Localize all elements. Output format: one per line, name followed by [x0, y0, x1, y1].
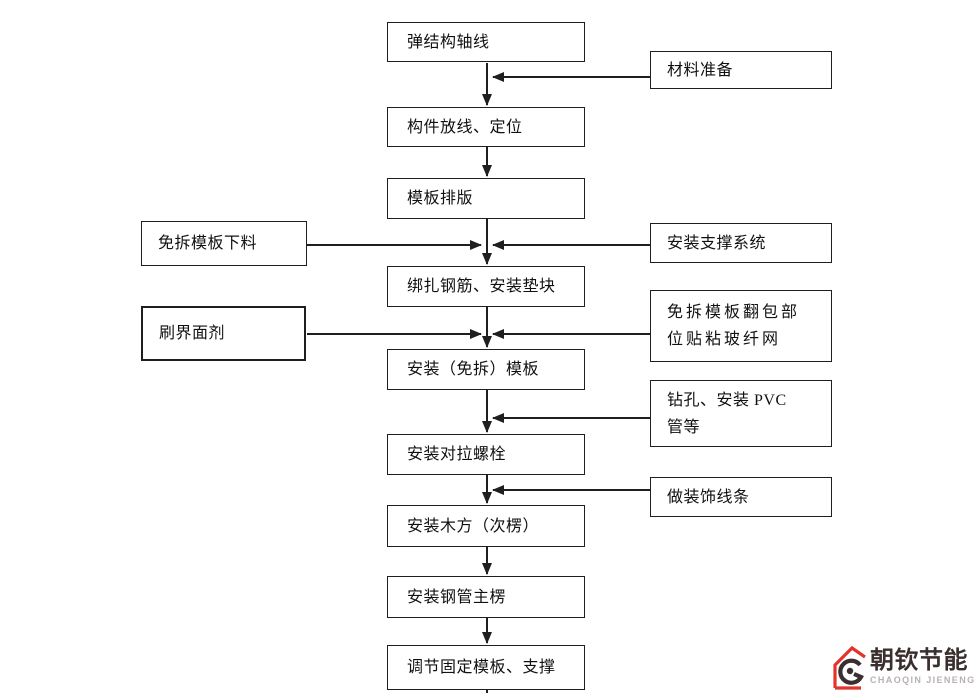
flow-step-label: 绑扎钢筋、安装垫块 — [407, 278, 556, 295]
flow-step-label: 安装对拉螺栓 — [407, 446, 507, 463]
input-label: 刷界面剂 — [159, 325, 226, 342]
input-label: 做装饰线条 — [667, 488, 750, 506]
input-label: 材料准备 — [667, 61, 734, 79]
input-label: 免拆模板下料 — [158, 235, 258, 252]
flow-step-snap-axis-box: 弹结构轴线 — [387, 22, 585, 62]
input-material-prep-box: 材料准备 — [650, 51, 832, 89]
input-support-system-box: 安装支撑系统 — [650, 223, 832, 263]
flow-step-label: 安装钢管主楞 — [407, 588, 507, 606]
chaoqin-logo-name-cn: 朝钦节能 — [870, 647, 968, 674]
flow-step-rebar-spacers-box: 绑扎钢筋、安装垫块 — [387, 266, 585, 307]
input-interface-agent-box: 刷界面剂 — [141, 306, 306, 361]
flow-step-label: 构件放线、定位 — [407, 118, 523, 136]
flow-step-adjust-fix-box: 调节固定模板、支撑 — [387, 645, 585, 690]
flow-step-tie-bolts-box: 安装对拉螺栓 — [387, 434, 585, 475]
input-formwork-blanking-box: 免拆模板下料 — [141, 221, 307, 266]
input-label: 钻孔、安装 PVC 管等 — [667, 391, 787, 436]
flow-step-steel-joists-box: 安装钢管主楞 — [387, 576, 585, 618]
chaoqin-logo-name-en: CHAOQIN JIENENG — [870, 675, 976, 685]
flow-step-wood-joists-box: 安装木方（次楞） — [387, 505, 585, 547]
flow-step-label: 弹结构轴线 — [407, 33, 490, 51]
flow-step-label: 调节固定模板、支撑 — [407, 659, 556, 676]
flow-step-install-formwork-box: 安装（免拆）模板 — [387, 349, 585, 390]
flow-step-label: 安装（免拆）模板 — [407, 361, 540, 378]
chaoqin-logo-icon — [833, 645, 866, 690]
flow-step-panel-layout-box: 模板排版 — [387, 178, 585, 219]
chaoqin-logo-text: 朝钦节能 CHAOQIN JIENENG — [870, 641, 976, 686]
input-drill-pvc-box: 钻孔、安装 PVC 管等 — [650, 380, 832, 447]
input-label: 免拆模板翻包部 位贴粘玻纤网 — [667, 304, 801, 348]
flow-step-label: 模板排版 — [407, 190, 474, 207]
input-label: 安装支撑系统 — [667, 234, 767, 252]
flow-step-label: 安装木方（次楞） — [407, 517, 540, 535]
flow-step-layout-position-box: 构件放线、定位 — [387, 107, 585, 147]
input-fiberglass-mesh-box: 免拆模板翻包部 位贴粘玻纤网 — [650, 290, 832, 362]
chaoqin-logo: 朝钦节能 CHAOQIN JIENENG — [831, 641, 978, 693]
input-decorative-lines-box: 做装饰线条 — [650, 477, 832, 517]
